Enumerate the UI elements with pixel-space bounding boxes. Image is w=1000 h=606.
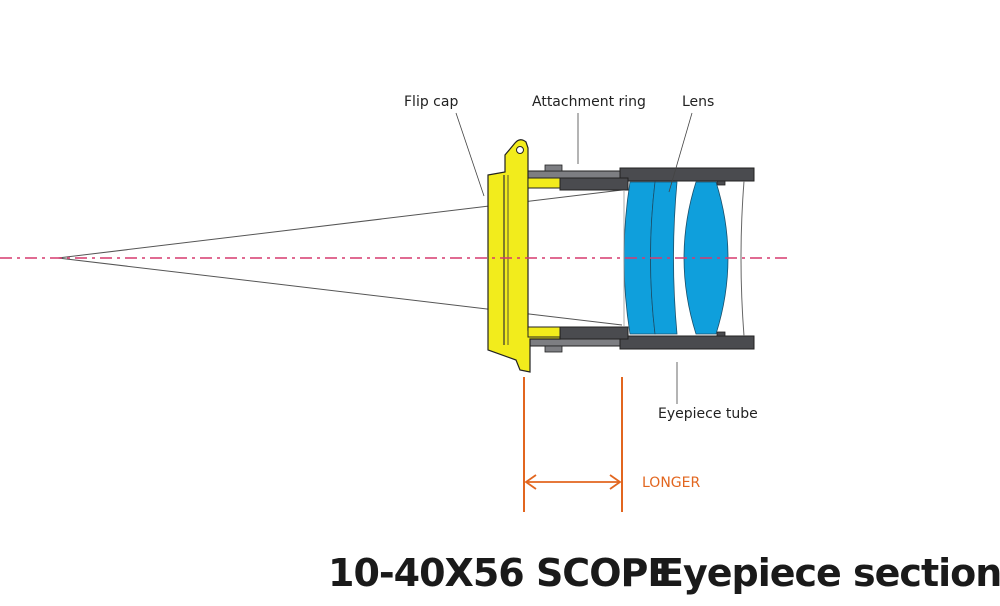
- label-lens: Lens: [682, 94, 714, 110]
- dimension-longer: [523, 377, 623, 512]
- title-section: Eyepiece section: [658, 551, 1000, 595]
- arrow-right-icon: [609, 474, 622, 490]
- ray-upper: [57, 189, 623, 259]
- eyepiece-tube: [559, 167, 755, 350]
- arrow-left-icon: [524, 474, 537, 490]
- flip-cap-hinge-icon: [516, 146, 524, 154]
- lens-2: [650, 181, 678, 335]
- label-attachment-ring: Attachment ring: [532, 94, 646, 110]
- leader-flip-cap: [455, 112, 485, 197]
- ray-lower: [57, 257, 623, 326]
- flip-cap: [487, 139, 561, 373]
- label-eyepiece-tube: Eyepiece tube: [658, 406, 758, 422]
- label-flip-cap: Flip cap: [404, 94, 458, 110]
- label-longer: LONGER: [642, 475, 700, 491]
- title-scope: 10-40X56 SCOPE: [328, 551, 672, 595]
- leader-lens: [668, 112, 693, 193]
